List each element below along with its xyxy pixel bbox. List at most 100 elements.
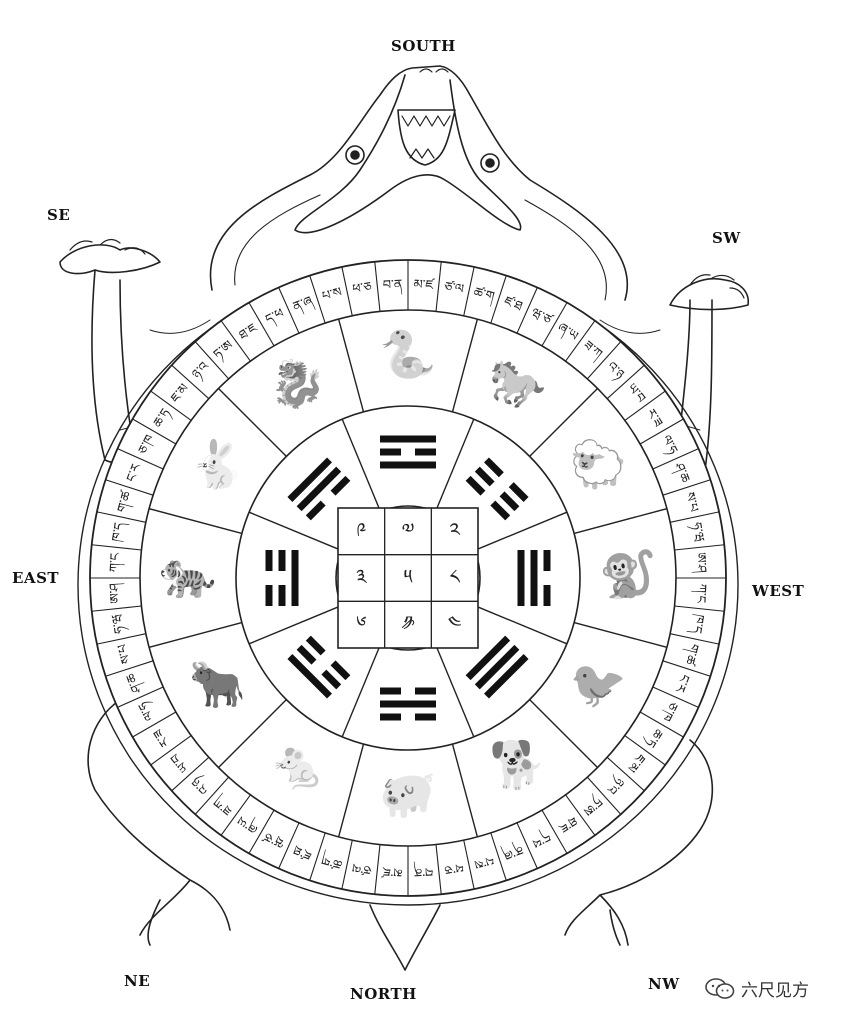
outer-ring-divider (150, 390, 192, 421)
outer-ring-divider (435, 844, 442, 895)
outer-ring-divider (278, 822, 300, 869)
bird-icon: 🐦 (570, 657, 627, 711)
ox-icon: 🐂 (189, 657, 246, 711)
outer-ring-glyph: མ་ཛ (413, 276, 436, 293)
outer-ring-glyph: ཨ་ཤ (107, 583, 126, 604)
outer-ring-divider (248, 809, 275, 854)
direction-southeast: SE (47, 206, 71, 224)
tiger-icon: 🐅 (159, 547, 216, 601)
outer-ring-divider (606, 756, 645, 792)
mouse-icon: 🐁 (269, 738, 326, 792)
outer-ring-divider (490, 832, 507, 881)
outer-ring-glyph: ཛ་ཐ (291, 841, 314, 863)
magic-square-digit: ༤ (448, 611, 462, 635)
magic-square-digit: ༩ (356, 518, 366, 542)
direction-north: NORTH (350, 985, 417, 1003)
zodiac-divider (451, 743, 479, 838)
zodiac-divider (337, 743, 365, 838)
direction-south: SOUTH (391, 37, 456, 55)
zodiac-divider (148, 507, 243, 535)
outer-ring-glyph: ས་པ (115, 642, 135, 665)
outer-ring-glyph: ཕ་ཅ (351, 280, 372, 298)
trigram-xun (287, 457, 351, 521)
outer-ring-glyph: པ་ས (321, 285, 344, 305)
horse-icon: 🐎 (489, 356, 546, 410)
direction-northeast: NE (124, 972, 151, 990)
outer-ring-glyph: ང་ར (671, 672, 692, 695)
outer-ring-divider (463, 840, 475, 890)
zodiac-divider (529, 699, 598, 768)
outer-ring-divider (624, 390, 666, 421)
outer-ring-glyph: བ་ན (413, 860, 434, 879)
trigram-kun (465, 457, 529, 521)
pig-icon: 🐖 (379, 767, 436, 821)
watermark-text: 六尺见方 (741, 981, 809, 1001)
outer-ring-divider (341, 266, 353, 316)
magic-square-digit: ༢ (449, 518, 460, 542)
outer-ring-divider (171, 364, 210, 400)
outer-ring-divider (117, 686, 164, 708)
outer-ring-divider (194, 341, 230, 380)
outer-ring-divider (670, 511, 720, 523)
outer-ring-divider (374, 844, 381, 895)
outer-ring-glyph: མ་ཛ (380, 862, 403, 879)
turtle-right-eye (480, 153, 500, 173)
monkey-icon: 🐒 (599, 547, 656, 601)
trigram-divider (434, 644, 475, 738)
outer-ring-divider (652, 448, 699, 470)
turtle-nostrils (419, 68, 449, 73)
direction-northwest: NW (648, 975, 680, 993)
outer-ring-divider (248, 302, 275, 347)
magic-square-digit: ༧ (402, 518, 415, 542)
sheep-icon: 🐑 (570, 436, 627, 491)
outer-ring-glyph: ཀ་ང (690, 583, 709, 604)
outer-ring-divider (516, 287, 538, 334)
outer-ring-divider (674, 605, 725, 612)
zodiac-divider (218, 699, 287, 768)
outer-ring-divider (220, 794, 251, 836)
outer-ring-glyph: ས་པ (681, 491, 701, 514)
turtle-front-right-foot (669, 278, 750, 311)
watermark: 六尺见方 (705, 976, 809, 1001)
outer-ring-divider (639, 711, 684, 738)
outer-ring-divider (132, 711, 177, 738)
outer-ring-divider (565, 794, 596, 836)
magic-square-digit: ༦ (356, 611, 366, 635)
outer-ring-divider (541, 302, 568, 347)
outer-ring-divider (117, 448, 164, 470)
hare-icon: 🐇 (189, 437, 246, 491)
trigram-ring-edge (235, 405, 581, 751)
trigram-zhen (265, 550, 299, 606)
direction-west: WEST (752, 582, 805, 600)
outer-ring-divider (171, 756, 210, 792)
turtle-left-eye (345, 145, 365, 165)
outer-ring-divider (132, 418, 177, 445)
outer-ring-divider (606, 364, 645, 400)
outer-ring-glyph: ང་ར (124, 461, 145, 484)
outer-ring-glyph: ཙ་ལ (351, 858, 373, 877)
outer-ring-divider (586, 341, 622, 380)
direction-east: EAST (12, 569, 60, 587)
outer-ring-divider (150, 735, 192, 766)
turtle-neck (209, 65, 628, 301)
outer-ring-divider (490, 275, 507, 324)
turtle-rear-left-leg (87, 699, 231, 946)
outer-ring-divider (309, 832, 326, 881)
zodiac-divider (218, 388, 287, 457)
astrological-wheel: ཀ་ངཁ་དག་ཚང་རཅ་ཁཆ་ཏཇ་མཉ་འཏ་ཨཐ་ཇད་ཕན་ཞཔ་སཕ… (89, 259, 727, 897)
turtle-head (294, 74, 522, 234)
outer-ring-divider (674, 544, 725, 551)
outer-ring-divider (586, 776, 622, 815)
outer-ring-divider (341, 840, 353, 890)
outer-ring-divider (91, 605, 142, 612)
dog-icon: 🐕 (489, 738, 546, 792)
wechat-icon (705, 977, 735, 999)
zodiac-divider (573, 621, 668, 649)
outer-ring-divider (278, 287, 300, 334)
zodiac-divider (148, 621, 243, 649)
trigram-divider (341, 644, 382, 738)
turtle-neck-inner (234, 194, 607, 301)
center-square (337, 507, 479, 649)
